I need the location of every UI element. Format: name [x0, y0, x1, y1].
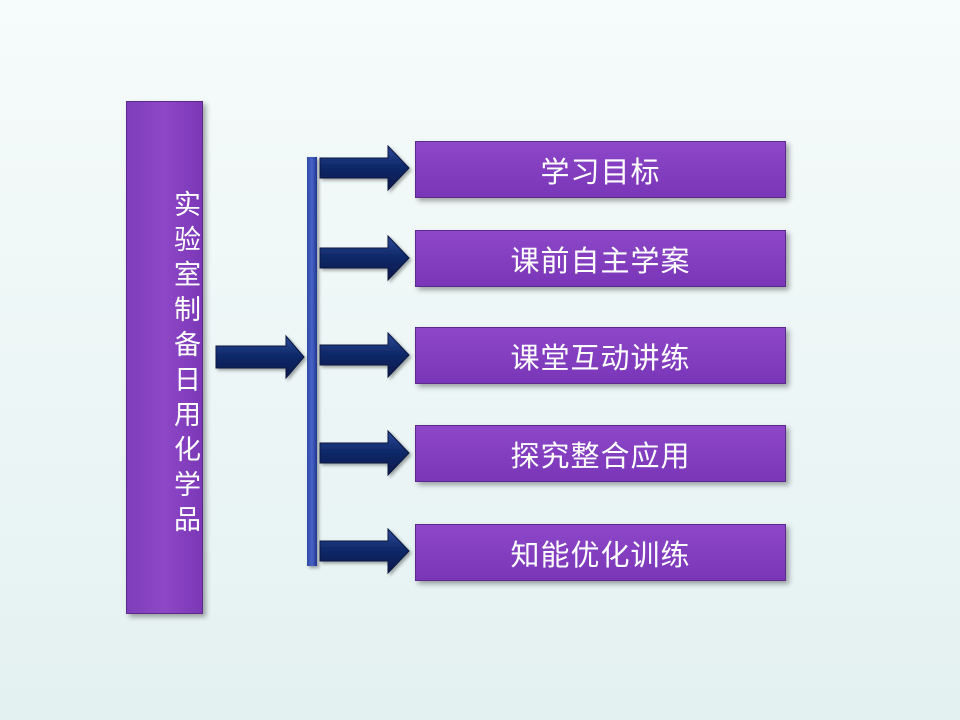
- menu-item-label: 学习目标: [540, 154, 661, 189]
- menu-item-learning-objectives[interactable]: 学习目标: [415, 141, 786, 198]
- arrow-to-item-2-icon: [319, 234, 410, 282]
- connector-bar: [307, 157, 317, 566]
- chapter-title-box: 实验室制备日用化学品: [126, 101, 203, 614]
- main-arrow-icon: [215, 334, 305, 380]
- arrow-to-item-1-icon: [319, 144, 410, 192]
- menu-item-pre-class-study[interactable]: 课前自主学案: [415, 230, 786, 287]
- menu-item-label: 探究整合应用: [510, 438, 691, 473]
- arrow-to-item-5-icon: [319, 527, 410, 575]
- chapter-title: 实验室制备日用化学品: [169, 190, 200, 540]
- arrow-to-item-3-icon: [319, 331, 410, 379]
- menu-item-label: 课堂互动讲练: [510, 340, 691, 375]
- menu-item-label: 课前自主学案: [510, 243, 691, 278]
- arrow-to-item-4-icon: [319, 429, 410, 477]
- menu-item-skill-training[interactable]: 知能优化训练: [415, 524, 786, 581]
- menu-item-inquiry-application[interactable]: 探究整合应用: [415, 425, 786, 482]
- menu-item-classroom-interaction[interactable]: 课堂互动讲练: [415, 327, 786, 384]
- menu-item-label: 知能优化训练: [510, 537, 691, 572]
